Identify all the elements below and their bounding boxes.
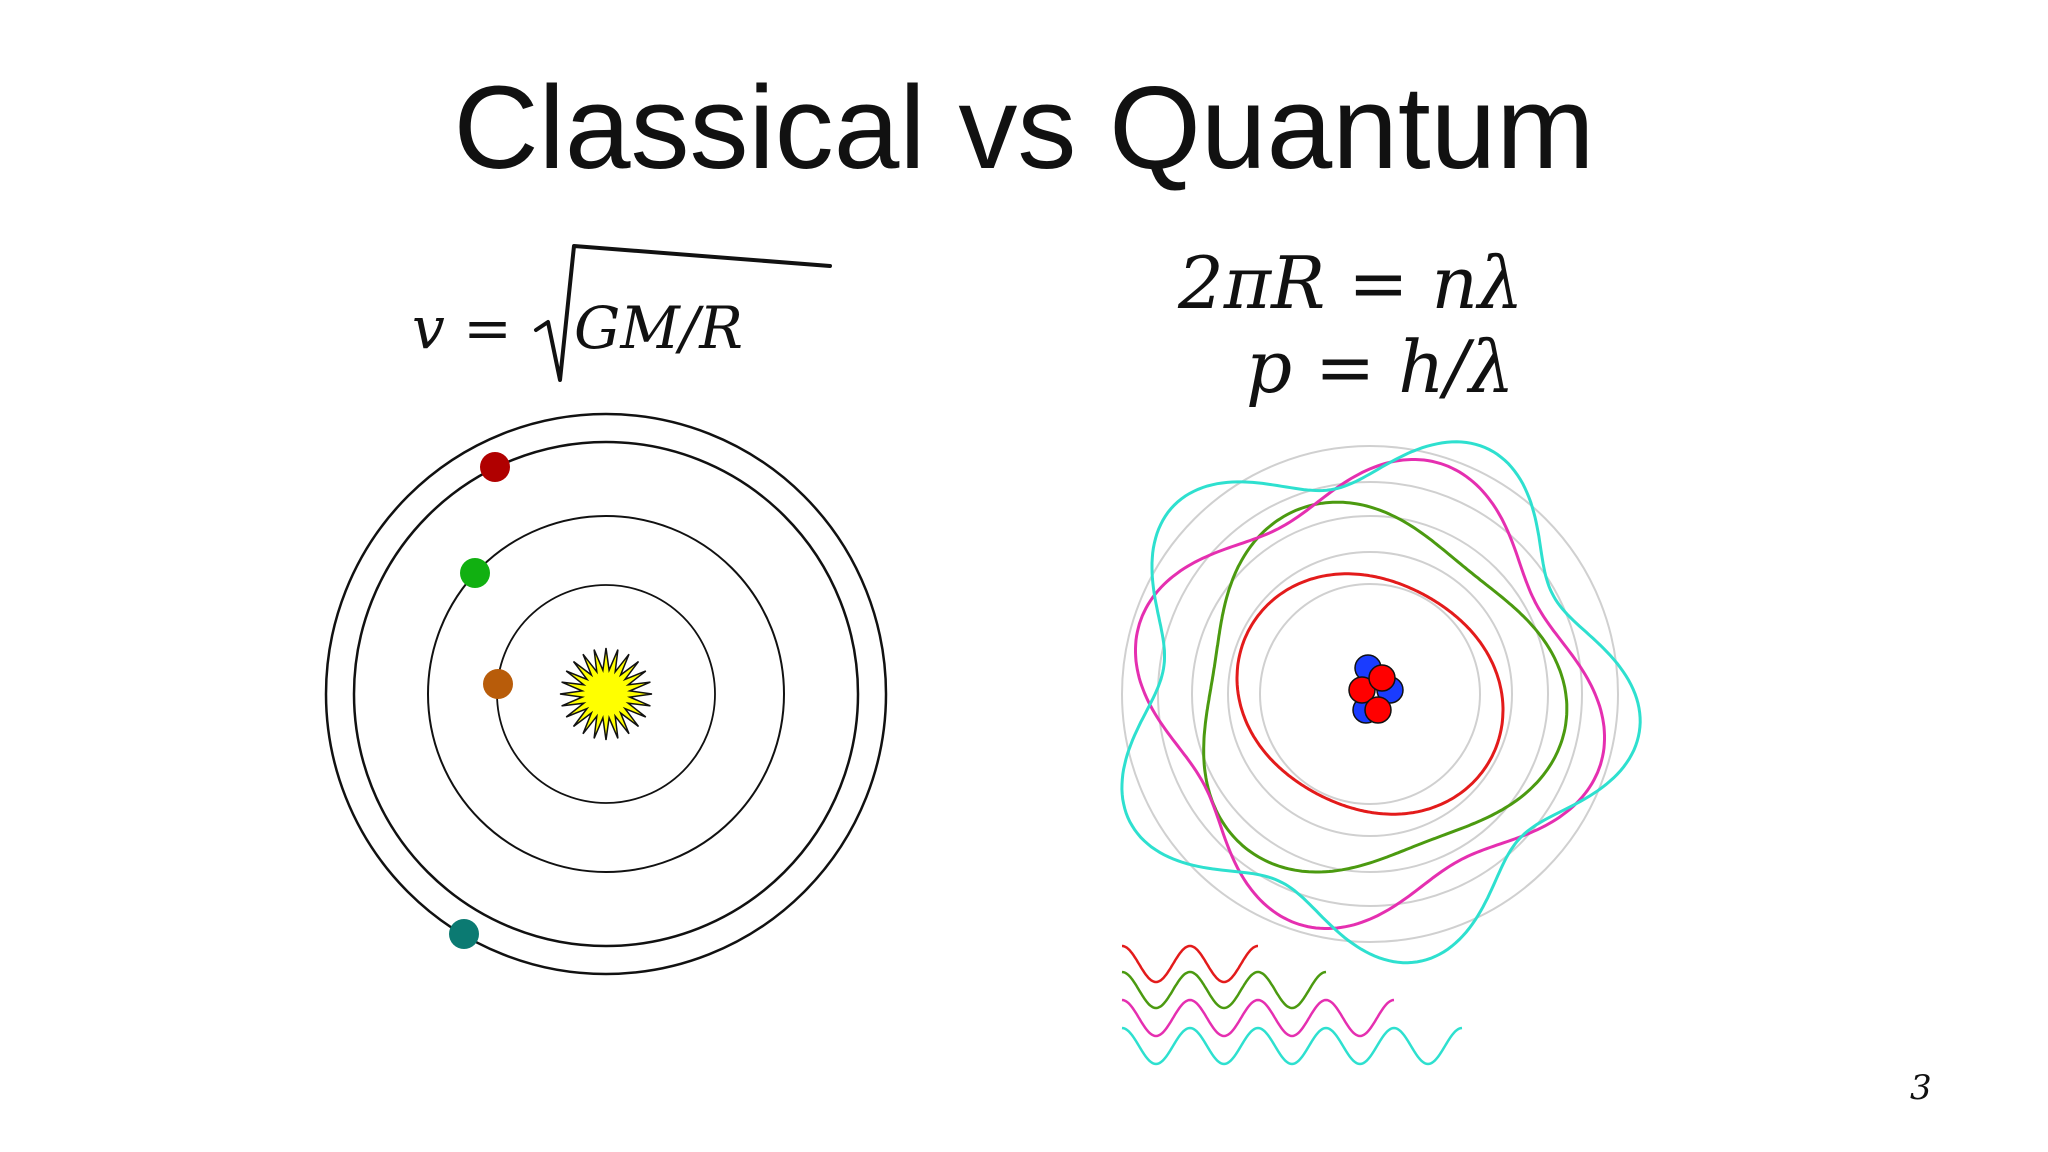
square-root-sign bbox=[534, 244, 832, 382]
n2-wave bbox=[1122, 944, 1258, 984]
proton-4 bbox=[1348, 676, 1376, 704]
standing-wave-orbits bbox=[1120, 440, 1642, 965]
guide-circle-2 bbox=[1227, 551, 1513, 837]
teal-planet bbox=[449, 919, 479, 949]
guide-circle-3 bbox=[1191, 515, 1549, 873]
quantum-formula-2: p = h/λ bbox=[1246, 325, 1514, 409]
n3-wave-orbit bbox=[1202, 500, 1569, 874]
nucleus bbox=[1348, 654, 1404, 724]
classical-formula-radicand: GM/R bbox=[574, 294, 743, 362]
quantum-formula-1: 2πR = nλ bbox=[1177, 241, 1523, 325]
quantum-formulas: 2πR = nλ p = h/λ bbox=[1177, 241, 1523, 409]
sun-icon bbox=[559, 647, 653, 741]
orbit-4 bbox=[352, 440, 860, 948]
guide-circle-4 bbox=[1157, 481, 1583, 907]
green-planet bbox=[460, 558, 490, 588]
proton-6 bbox=[1364, 696, 1392, 724]
guide-circle-5 bbox=[1121, 445, 1619, 943]
guide-circle-1 bbox=[1259, 583, 1481, 805]
n2-wave-orbit bbox=[1235, 572, 1505, 816]
n4-wave-orbit bbox=[1134, 458, 1606, 930]
n4-wave bbox=[1121, 998, 1395, 1038]
wave-legend bbox=[1121, 944, 1463, 1066]
n5-wave bbox=[1121, 1026, 1463, 1066]
n5-wave-orbit bbox=[1120, 440, 1642, 965]
orbit-3 bbox=[427, 515, 785, 873]
red-planet bbox=[480, 452, 510, 482]
proton-5 bbox=[1368, 664, 1396, 692]
classical-orbit-diagram bbox=[324, 412, 888, 976]
outer-orbit-ring bbox=[324, 412, 888, 976]
classical-formula: v = GM/R bbox=[412, 244, 832, 382]
page-number: 3 bbox=[1910, 1068, 1932, 1108]
classical-formula-lhs: v = bbox=[412, 294, 512, 362]
guide-circles bbox=[1121, 445, 1619, 943]
n3-wave bbox=[1121, 970, 1327, 1010]
orange-planet bbox=[483, 669, 513, 699]
slide-title: Classical vs Quantum bbox=[453, 62, 1595, 194]
